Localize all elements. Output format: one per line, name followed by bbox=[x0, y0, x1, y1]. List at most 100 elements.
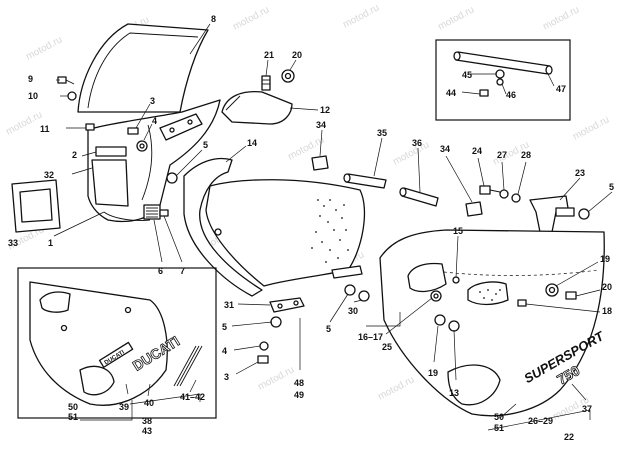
spacer-rod bbox=[399, 187, 439, 207]
vent-grille bbox=[143, 204, 161, 220]
callout-label: 27 bbox=[497, 150, 507, 160]
nose-screw bbox=[127, 127, 139, 135]
callout-label: 15 bbox=[453, 226, 463, 236]
bracket-22 bbox=[487, 409, 591, 431]
bracket-50-51 bbox=[80, 400, 133, 421]
rubber-grommet bbox=[465, 201, 483, 217]
callout-label: 7 bbox=[180, 266, 185, 276]
callout-label: 9 bbox=[28, 74, 33, 84]
fairing-grommet-right bbox=[545, 283, 559, 297]
panel-stipple-shading bbox=[311, 199, 349, 263]
bar-washer bbox=[495, 69, 505, 86]
nose-lower-opening bbox=[103, 211, 151, 221]
callout-label: 12 bbox=[320, 105, 330, 115]
inset-vent bbox=[39, 291, 71, 313]
fastener-bolt bbox=[479, 185, 501, 195]
callout-label: 34 bbox=[316, 120, 326, 130]
windscreen-screw bbox=[57, 76, 75, 85]
callout-label: 3 bbox=[224, 372, 229, 382]
windscreen-inner-line bbox=[87, 32, 199, 109]
callout-label: 28 bbox=[521, 150, 531, 160]
callout-label: 10 bbox=[28, 91, 38, 101]
watermark: motod.ru bbox=[231, 4, 271, 32]
bar-bolt bbox=[479, 89, 489, 97]
stripe-decal bbox=[173, 345, 203, 387]
watermark: motod.ru bbox=[436, 4, 476, 32]
leader-lines bbox=[53, 23, 613, 401]
callout-label: 40 bbox=[144, 398, 154, 408]
callout-label: 24 bbox=[472, 146, 482, 156]
headlight-frame bbox=[11, 179, 61, 233]
fastener-nut bbox=[511, 193, 521, 203]
callout-label: 5 bbox=[609, 182, 614, 192]
watermark: motod.ru bbox=[571, 114, 611, 142]
lower-screw bbox=[159, 209, 169, 217]
callout-label: 26–29 bbox=[528, 416, 553, 426]
fairing-screw-right bbox=[517, 299, 527, 307]
callout-label: 44 bbox=[446, 88, 456, 98]
callout-label: 20 bbox=[292, 50, 302, 60]
panel-tab bbox=[331, 265, 363, 279]
callout-label: 32 bbox=[44, 170, 54, 180]
callout-label: 14 bbox=[247, 138, 257, 148]
callout-label: 20 bbox=[602, 282, 612, 292]
fairing-panel-line bbox=[141, 124, 153, 201]
callout-label: 38 bbox=[142, 416, 152, 426]
callout-label: 51 bbox=[494, 423, 504, 433]
callout-label: 5 bbox=[222, 322, 227, 332]
callout-label: 8 bbox=[211, 14, 216, 24]
mirror-stud bbox=[261, 75, 271, 91]
bracket-spacer bbox=[555, 207, 575, 217]
watermark: motod.ru bbox=[341, 2, 381, 30]
callout-label: 47 bbox=[556, 84, 566, 94]
panel-bolt bbox=[257, 355, 269, 364]
mirror-nut bbox=[281, 69, 295, 83]
callout-label: 49 bbox=[294, 390, 304, 400]
fairing-washer bbox=[434, 314, 446, 326]
callout-label: 31 bbox=[224, 300, 234, 310]
callout-label: 1 bbox=[48, 238, 53, 248]
bracket-38-43 bbox=[129, 393, 201, 405]
callout-label: 30 bbox=[348, 306, 358, 316]
callout-label: 48 bbox=[294, 378, 304, 388]
leader-50-51-right bbox=[499, 403, 517, 419]
mirror-edge bbox=[225, 95, 241, 111]
callout-label: 13 bbox=[449, 388, 459, 398]
callout-label: 21 bbox=[264, 50, 274, 60]
side-reflector bbox=[467, 281, 509, 306]
nose-grommet bbox=[136, 140, 148, 152]
windscreen bbox=[77, 23, 209, 113]
callout-label: 37 bbox=[582, 404, 592, 414]
callout-label: 16–17 bbox=[358, 332, 383, 342]
callout-label: 43 bbox=[142, 426, 152, 436]
panel-washer bbox=[259, 341, 269, 351]
fastener-washer bbox=[499, 189, 509, 199]
fairing-support-rod bbox=[343, 173, 387, 189]
inset-hole bbox=[60, 324, 68, 332]
lower-spoiler bbox=[447, 364, 501, 406]
callout-label: 46 bbox=[506, 90, 516, 100]
fairing-spacer bbox=[430, 290, 442, 302]
fairing-fold-line bbox=[443, 269, 599, 276]
headlight-window bbox=[91, 159, 129, 207]
watermark: motod.ru bbox=[24, 34, 64, 62]
rubber-grommet bbox=[311, 155, 329, 171]
callout-label: 5 bbox=[326, 324, 331, 334]
fairing-screw bbox=[85, 123, 95, 131]
fairing-nameplate bbox=[95, 146, 127, 157]
fairing-clip bbox=[344, 284, 356, 296]
nose-clip bbox=[166, 172, 178, 184]
callout-label: 11 bbox=[40, 124, 50, 134]
fairing-bolt-right bbox=[565, 291, 577, 300]
callout-labels: 8 9 10 11 3 4 5 2 32 33 1 6 7 21 20 12 1… bbox=[8, 14, 614, 442]
watermark: motod.ru bbox=[376, 374, 416, 402]
callout-label: 51 bbox=[68, 412, 78, 422]
inset-box-bar bbox=[435, 39, 571, 121]
callout-label: 4 bbox=[152, 116, 157, 126]
callout-label: 50 bbox=[494, 412, 504, 422]
inset-hole bbox=[124, 306, 132, 314]
panel-screw bbox=[270, 316, 282, 328]
callout-label: 4 bbox=[222, 346, 227, 356]
watermark: motod.ru bbox=[4, 109, 44, 137]
